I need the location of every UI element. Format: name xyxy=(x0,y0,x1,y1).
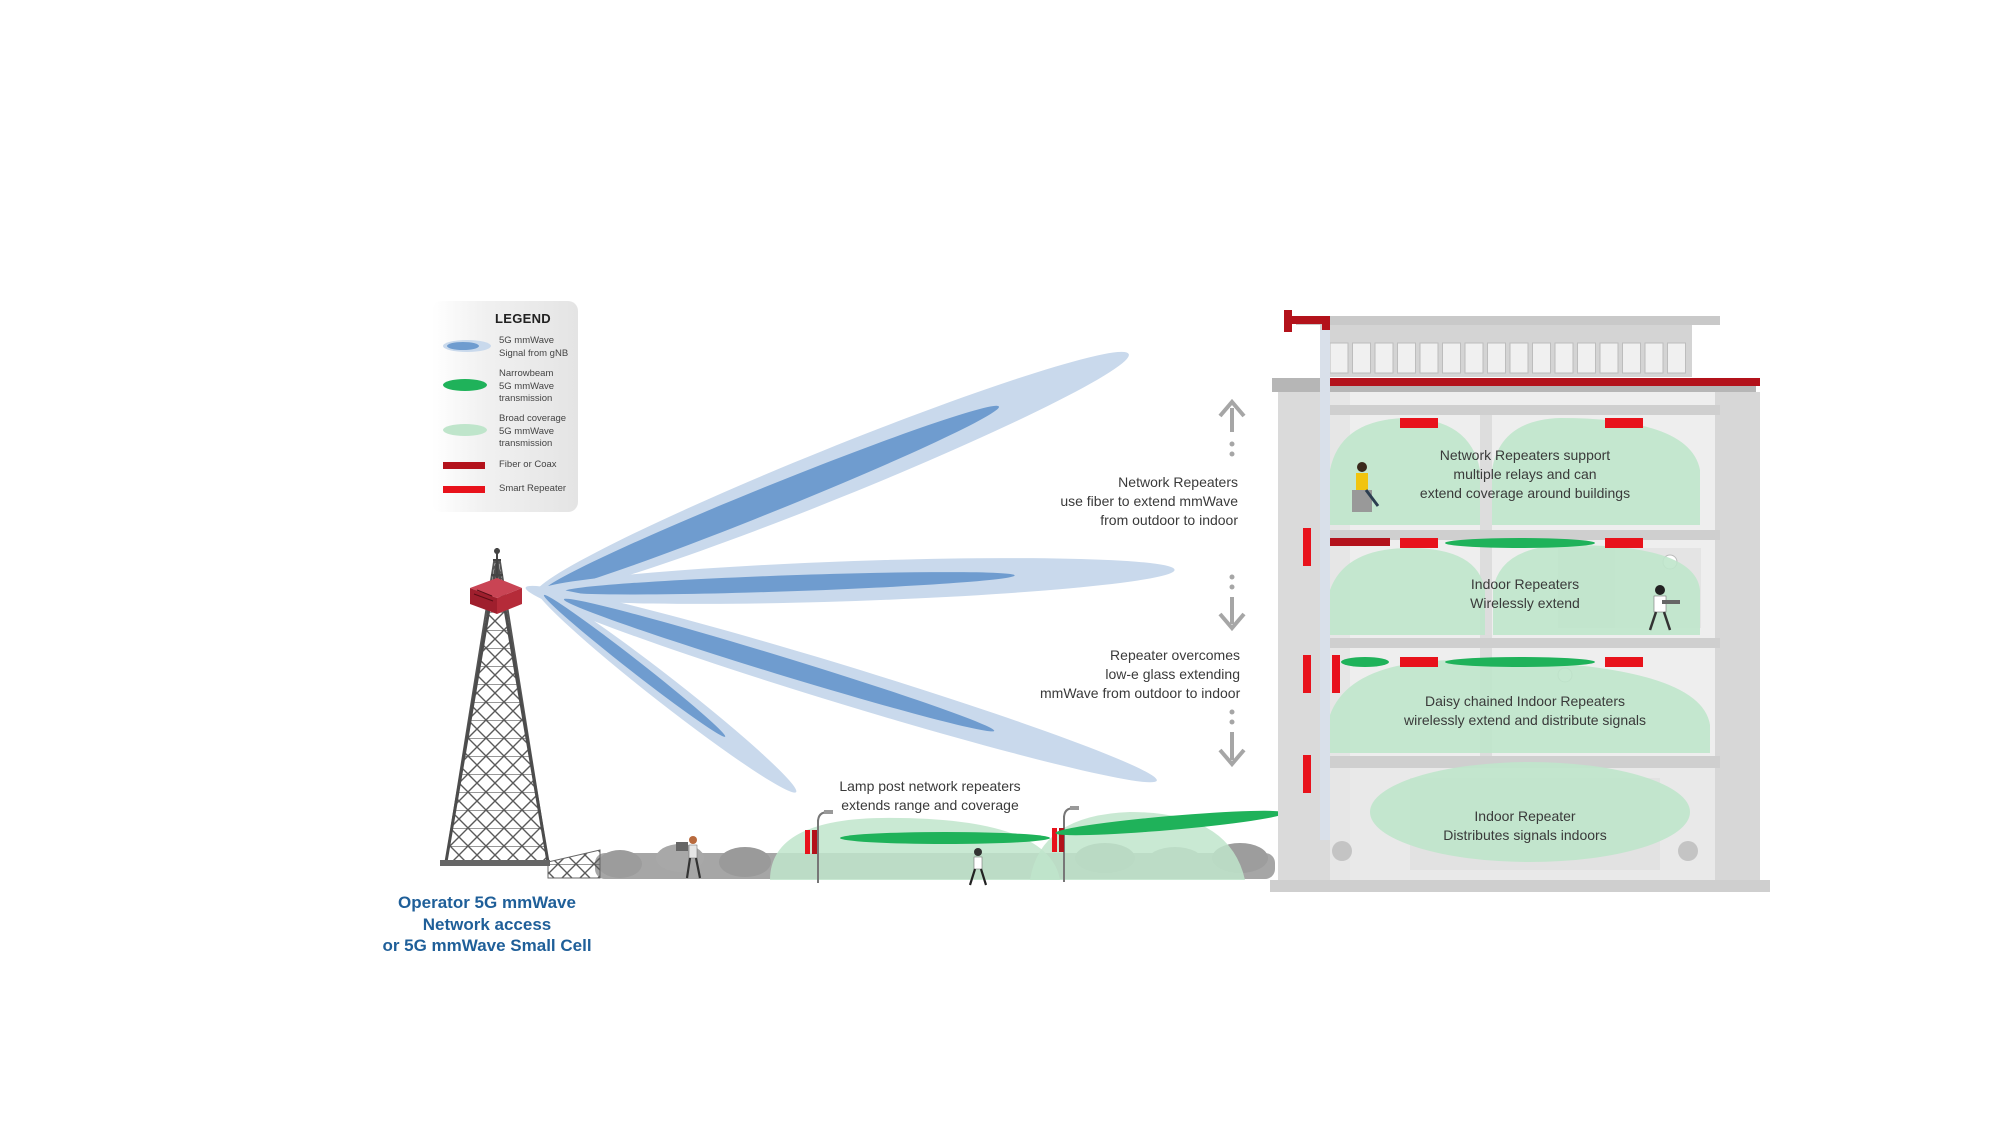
floor-third-line1: Daisy chained Indoor Repeaters xyxy=(1424,693,1625,709)
roof-window xyxy=(1329,342,1349,374)
floor-second-line1: Indoor Repeaters xyxy=(1470,576,1580,592)
annotation-glass-line2: low-e glass extending xyxy=(1105,666,1240,682)
floor-second-line2: Wirelessly extend xyxy=(1470,595,1580,611)
roof-window xyxy=(1622,342,1641,374)
roof-window xyxy=(1554,342,1574,374)
legend-narrow-line3: transmission xyxy=(499,393,553,404)
roof-window xyxy=(1509,342,1529,374)
up-arrow xyxy=(1218,398,1246,457)
green-ellipse-icon xyxy=(443,379,487,391)
person-second-floor xyxy=(1648,585,1680,631)
floor-third-label: Daisy chained Indoor Repeaters wirelessl… xyxy=(1395,692,1655,730)
annotation-lamp: Lamp post network repeaters extends rang… xyxy=(820,777,1040,815)
cell-tower xyxy=(440,548,601,879)
fiber-lines xyxy=(1284,310,1760,840)
mmwave-beams xyxy=(525,351,1175,793)
beam-4 xyxy=(535,588,797,793)
roof-window xyxy=(1397,342,1416,374)
roof-window xyxy=(1352,342,1371,374)
roof-window xyxy=(1667,342,1686,374)
smart-repeaters xyxy=(1303,418,1643,793)
roof-window xyxy=(1599,342,1619,374)
legend-narrow-line1: Narrowbeam xyxy=(499,368,554,379)
annotation-fiber-line2: use fiber to extend mmWave xyxy=(1060,493,1238,509)
floor-top-line2: multiple relays and can xyxy=(1453,466,1597,482)
legend-title: LEGEND xyxy=(495,311,551,326)
lamp-post-1 xyxy=(805,810,833,883)
legend: LEGEND 5G mmWave Signal from gNB Narrowb… xyxy=(432,301,578,512)
roof-window xyxy=(1464,342,1484,374)
legend-signal-line1: 5G mmWave xyxy=(499,335,555,346)
floor-top-line1: Network Repeaters support xyxy=(1439,447,1611,463)
roof-window xyxy=(1487,342,1506,374)
roof-window xyxy=(1644,342,1664,374)
roof-window xyxy=(1442,342,1461,374)
annotation-glass: Repeater overcomes low-e glass extending… xyxy=(1040,646,1240,703)
annotation-fiber: Network Repeaters use fiber to extend mm… xyxy=(1038,473,1238,530)
legend-signal-line2: Signal from gNB xyxy=(499,347,569,359)
legend-repeater-label: Smart Repeater xyxy=(499,483,567,494)
legend-broad-line2: 5G mmWave xyxy=(499,425,555,437)
blue-ellipse-icon xyxy=(443,340,491,352)
annotation-fiber-line1: Network Repeaters xyxy=(1118,474,1238,490)
outdoor-narrowbeams xyxy=(840,810,1285,844)
pedestrian-1 xyxy=(676,836,702,879)
roof-windows xyxy=(1329,342,1686,374)
operator-line3: or 5G mmWave Small Cell xyxy=(382,936,592,955)
indoor-coverage xyxy=(1330,418,1710,862)
operator-line2: Network access xyxy=(422,914,552,934)
tower-radio-unit xyxy=(470,578,522,614)
annotation-lamp-line2: extends range and coverage xyxy=(841,797,1019,813)
annotation-lamp-line1: Lamp post network repeaters xyxy=(839,778,1021,794)
operator-caption: Operator 5G mmWave Network access or 5G … xyxy=(377,892,597,957)
red-bar-icon xyxy=(443,486,485,493)
person-top-floor xyxy=(1352,462,1380,512)
annotation-fiber-line3: from outdoor to indoor xyxy=(1100,512,1238,528)
roof-window xyxy=(1374,342,1394,374)
beam-2 xyxy=(535,558,1175,604)
floor-top-label: Network Repeaters support multiple relay… xyxy=(1400,446,1650,503)
roof-window xyxy=(1419,342,1439,374)
light-green-ellipse-icon xyxy=(443,424,487,436)
operator-line1: Operator 5G mmWave xyxy=(398,893,576,912)
dark-red-bar-icon xyxy=(443,462,485,469)
legend-narrow-line2: 5G mmWave xyxy=(499,380,555,392)
floor-ground-label: Indoor Repeater Distributes signals indo… xyxy=(1420,807,1630,845)
down-arrow-2 xyxy=(1218,709,1246,768)
legend-fiber-label: Fiber or Coax xyxy=(499,459,557,470)
legend-broad-line3: transmission xyxy=(499,438,553,449)
floor-second-label: Indoor Repeaters Wirelessly extend xyxy=(1440,575,1610,613)
indoor-narrowbeams xyxy=(1341,538,1595,667)
annotation-glass-line3: mmWave from outdoor to indoor xyxy=(1040,685,1241,701)
legend-broad-line1: Broad coverage xyxy=(499,413,567,424)
roof-window xyxy=(1532,342,1551,374)
beam-3 xyxy=(525,585,1157,783)
floor-ground-line1: Indoor Repeater xyxy=(1474,808,1576,824)
down-arrow-1 xyxy=(1218,574,1246,632)
lamp-post-2 xyxy=(1052,806,1079,882)
roof-window xyxy=(1577,342,1596,374)
floor-top-line3: extend coverage around buildings xyxy=(1419,485,1631,501)
beam-1 xyxy=(535,351,1129,597)
pedestrian-2 xyxy=(968,848,988,886)
annotation-glass-line1: Repeater overcomes xyxy=(1110,647,1240,663)
floor-third-line2: wirelessly extend and distribute signals xyxy=(1403,712,1646,728)
floor-ground-line2: Distributes signals indoors xyxy=(1443,827,1607,843)
